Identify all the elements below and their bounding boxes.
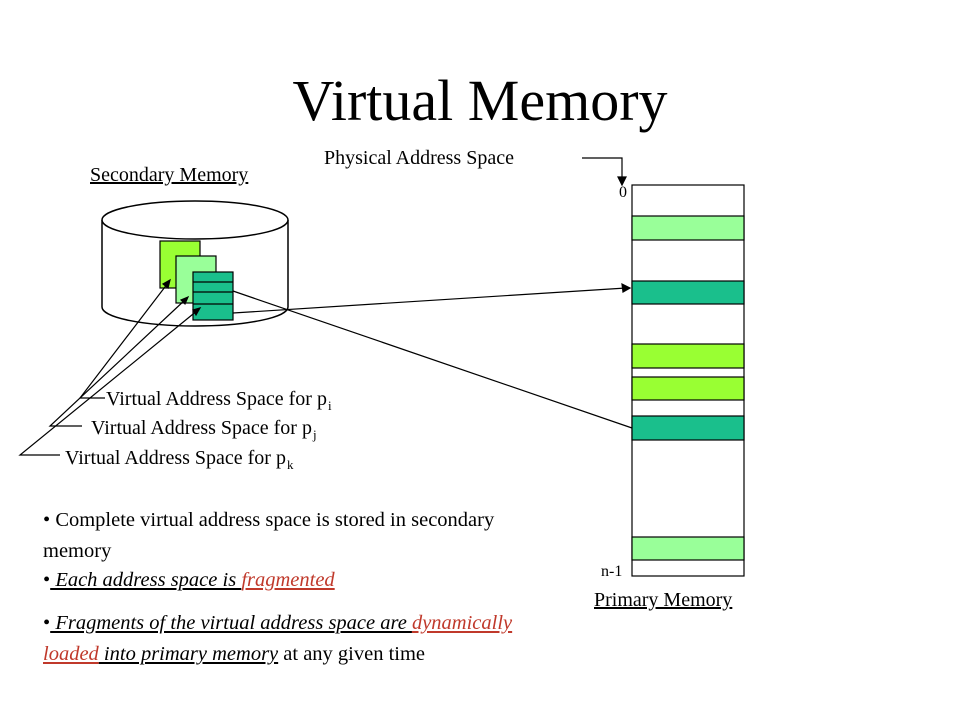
vas-pk-label: Virtual Address Space for pk: [65, 447, 294, 472]
address-last-label: n-1: [601, 563, 623, 580]
primary-memory-label: Primary Memory: [594, 589, 733, 611]
vas-pj-label: Virtual Address Space for pj: [91, 417, 317, 442]
page-stack: [159, 240, 234, 321]
bullet-dynamically-loaded: • Fragments of the virtual address space…: [43, 612, 513, 665]
frame-5: [631, 415, 745, 441]
frame-4: [631, 376, 745, 401]
physical-address-arrow: [582, 157, 627, 187]
vas-pi-label: Virtual Address Space for pi: [106, 388, 332, 413]
frame-1: [631, 215, 745, 241]
bullet-fragmented: • Each address space is fragmented: [43, 569, 335, 591]
page-title: Virtual Memory: [292, 68, 668, 133]
address-zero-label: 0: [619, 184, 627, 201]
physical-address-space-label: Physical Address Space: [324, 147, 514, 169]
primary-memory-column: [631, 184, 745, 577]
frame-2: [631, 280, 745, 305]
mapping-arrows: [232, 282, 633, 429]
secondary-memory-label: Secondary Memory: [90, 164, 249, 186]
frame-3: [631, 343, 745, 369]
page-pk: [192, 271, 234, 321]
label-leaders: [18, 278, 202, 456]
frame-6: [631, 536, 745, 561]
bullet-stored-in-secondary: • Complete virtual address space is stor…: [43, 509, 495, 562]
